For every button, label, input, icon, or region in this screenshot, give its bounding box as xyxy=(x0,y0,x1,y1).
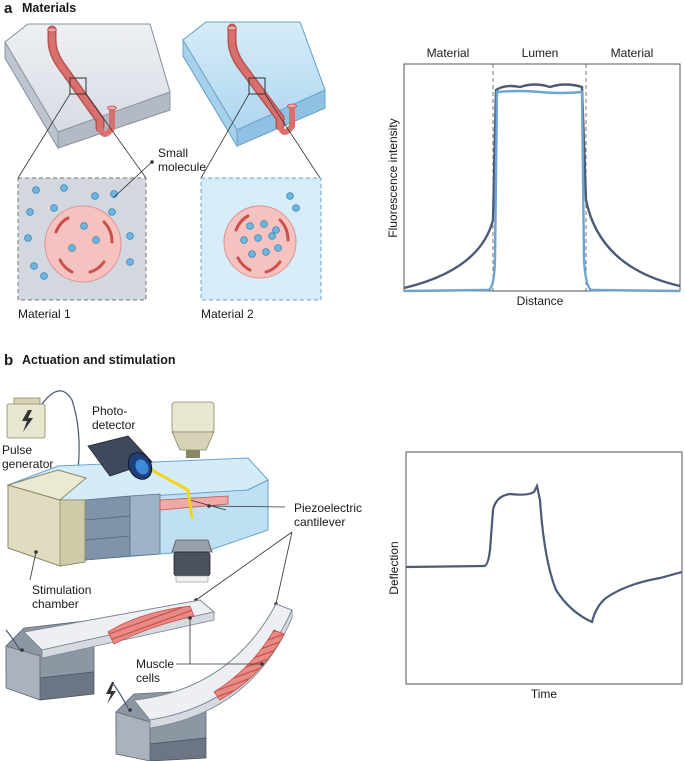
fluorescence-plot: Material Lumen Material Fluorescence int… xyxy=(386,46,681,308)
fluorescence-xlabel: Distance xyxy=(517,294,564,308)
piezo-leaders xyxy=(195,531,293,605)
trace-material-1 xyxy=(403,83,681,290)
laser-beam xyxy=(147,466,194,519)
muscle-dot-2 xyxy=(260,662,264,666)
piezo-leader-1 xyxy=(208,505,286,508)
muscle-leaders xyxy=(176,618,262,665)
material-1-label: Material 1 xyxy=(18,307,71,321)
stimulation-label-1: Stimulation xyxy=(32,583,91,597)
material-2-block xyxy=(182,21,326,179)
deflection-ylabel: Deflection xyxy=(387,541,401,594)
stimulation-leader xyxy=(29,551,37,581)
piezo-label-2: cantilever xyxy=(294,515,345,529)
small-molecule-label-1: Small xyxy=(158,146,188,160)
panel-a-letter: a xyxy=(4,0,13,17)
panel-b-title: Actuation and stimulation xyxy=(22,353,175,367)
fluorescence-plot-frame xyxy=(403,63,681,292)
material-2-label: Material 2 xyxy=(201,307,254,321)
photodetector-label-1: Photo- xyxy=(92,404,127,418)
cantilever-bent xyxy=(106,603,293,761)
panel-a-title: Materials xyxy=(22,1,76,15)
pulse-generator xyxy=(6,397,46,439)
region-label-material-left: Material xyxy=(427,46,470,60)
trace-material-2 xyxy=(403,89,681,293)
muscle-label-2: cells xyxy=(136,671,160,685)
deflection-xlabel: Time xyxy=(531,687,558,701)
cantilever-flat xyxy=(5,599,216,701)
photodetector-label-2: detector xyxy=(92,418,135,432)
material-1-zoom xyxy=(17,177,147,301)
stimulation-dot xyxy=(34,550,38,554)
leader-dot xyxy=(150,160,154,164)
small-molecule-leader xyxy=(112,161,153,199)
muscle-dot-1 xyxy=(188,616,192,620)
lightning-icon xyxy=(22,410,33,432)
deflection-plot-frame xyxy=(405,451,683,685)
stimulus-lightning-icon xyxy=(106,682,116,704)
pulse-cable xyxy=(41,390,80,471)
material-1-block xyxy=(4,23,171,179)
fluorescence-ylabel: Fluorescence intensity xyxy=(386,118,400,237)
piezo-label-1: Piezoelectric xyxy=(294,501,362,515)
photodetector xyxy=(87,435,153,480)
panel-b-letter: b xyxy=(4,352,13,369)
stimulation-label-2: chamber xyxy=(32,597,79,611)
deflection-trace xyxy=(405,482,683,624)
microscope-objective-bottom xyxy=(171,539,213,583)
muscle-label-1: Muscle xyxy=(136,657,174,671)
deflection-plot: Deflection Time xyxy=(387,451,683,701)
material-2-zoom xyxy=(200,177,322,301)
region-label-material-right: Material xyxy=(611,46,654,60)
stimulation-chamber xyxy=(6,457,269,567)
small-molecule-label-2: molecule xyxy=(158,160,206,174)
pulse-label-1: Pulse xyxy=(2,443,32,457)
pulse-label-2: generator xyxy=(2,457,53,471)
microscope-objective-top xyxy=(171,401,215,458)
region-label-lumen: Lumen xyxy=(522,46,559,60)
